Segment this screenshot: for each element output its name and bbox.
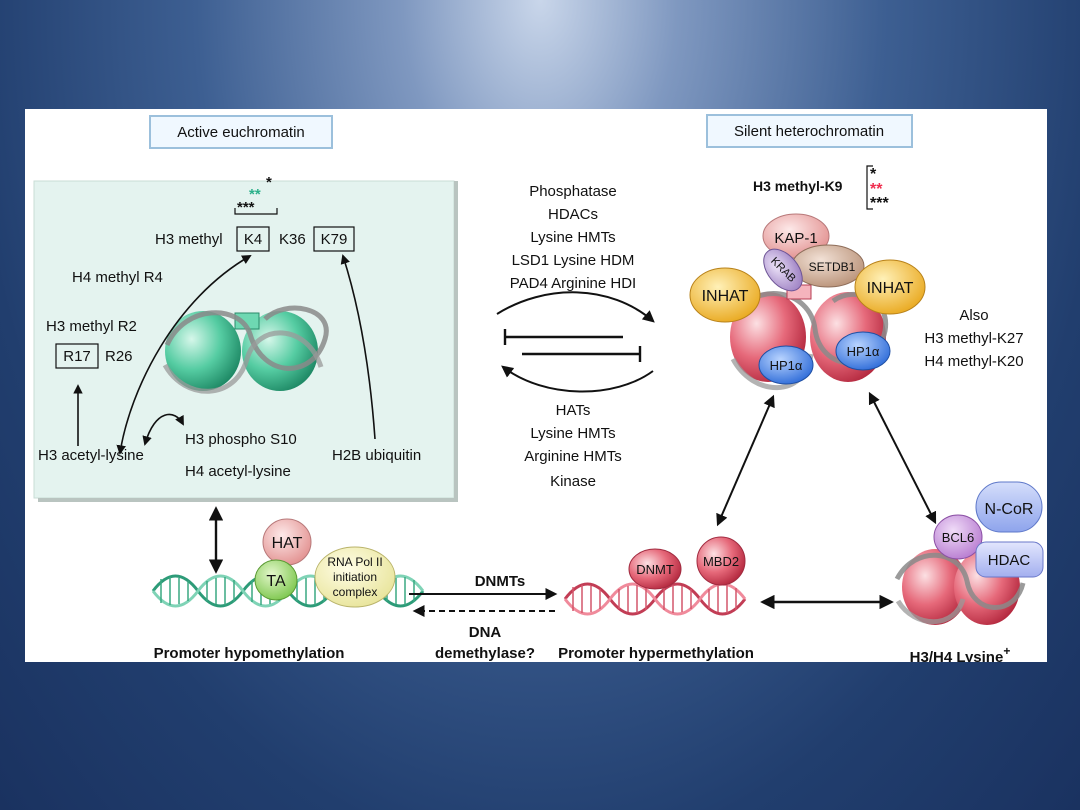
- dnmt-label: DNMT: [636, 562, 674, 577]
- enzyme-lysine-hmts: Lysine HMTs: [530, 229, 615, 246]
- silent-heterochromatin-header: Silent heterochromatin: [706, 114, 913, 148]
- enzyme-phosphatase: Phosphatase: [529, 183, 617, 200]
- k9-star-top: *: [870, 166, 877, 183]
- star-top: *: [266, 174, 272, 191]
- ncor-protein: [975, 481, 1043, 533]
- arrow-to-euchromatin: [501, 365, 654, 393]
- h4-acetyl-lysine-label: H4 acetyl-lysine: [185, 463, 291, 480]
- dnmts-label: DNMTs: [475, 573, 526, 590]
- setdb1-label: SETDB1: [809, 260, 856, 274]
- hat-label: HAT: [272, 535, 303, 552]
- ta-protein: [254, 559, 298, 601]
- r17-label: R17: [63, 348, 91, 365]
- also-label: Also: [959, 307, 988, 324]
- silent-nucleosome-complex: KAP-1 SETDB1 KRAB INHAT INHAT HP1α HP1α: [689, 213, 926, 391]
- diagram-slide: Active euchromatin Silent heterochromati…: [25, 109, 1047, 662]
- epigenetics-diagram: Active euchromatin Silent heterochromati…: [33, 114, 1044, 662]
- h4-k20-label: H4 methyl-K20: [924, 353, 1023, 370]
- enzyme-pad4: PAD4 Arginine HDI: [510, 275, 636, 292]
- ta-label: TA: [266, 573, 286, 590]
- demethylase-label: demethylase?: [435, 645, 535, 662]
- inhibit-line-top: [503, 329, 623, 345]
- promoter-hypermethylation-label: Promoter hypermethylation: [558, 645, 754, 662]
- ncor-label: N-CoR: [985, 501, 1034, 518]
- arrow-lysine-to-silent: [868, 391, 937, 525]
- hp1-right-label: HP1α: [847, 344, 880, 359]
- h4-methyl-r4-label: H4 methyl R4: [72, 269, 163, 286]
- enzyme-kinase: Kinase: [550, 473, 596, 490]
- arrow-ubiquitin-to-k79: [340, 254, 376, 440]
- h3-methyl-k9-label: H3 methyl-K9: [753, 178, 843, 194]
- hdac-label: HDAC: [988, 552, 1031, 569]
- arrow-acetyl-phospho: [142, 413, 184, 446]
- h3-methyl-label: H3 methyl: [155, 231, 223, 248]
- kap1-label: KAP-1: [774, 230, 817, 247]
- mbd2-label: MBD2: [703, 554, 739, 569]
- enzyme-lysine-hmts-2: Lysine HMTs: [530, 425, 615, 442]
- k9-star-bot: ***: [870, 195, 889, 212]
- r26-label: R26: [105, 348, 133, 365]
- inhat-left-label: INHAT: [702, 288, 749, 305]
- promoter-hypomethylation-label: Promoter hypomethylation: [154, 645, 345, 662]
- star-bot: ***: [237, 199, 255, 216]
- k9-star-mid: **: [870, 181, 883, 198]
- hdac-protein: [975, 541, 1044, 578]
- active-euchromatin-label: Active euchromatin: [177, 124, 305, 141]
- rna-pol-line3: complex: [333, 585, 378, 599]
- active-euchromatin-header: Active euchromatin: [149, 115, 333, 149]
- h3-h4-lysine-label: H3/H4 Lysine+: [910, 644, 1011, 662]
- dna-label: DNA: [469, 624, 502, 641]
- k4-label: K4: [244, 231, 262, 248]
- star-mid: **: [249, 186, 261, 203]
- k4-star-bracket: * ** ***: [234, 174, 278, 216]
- rna-pol-complex: RNA Pol II initiation complex: [314, 546, 396, 608]
- mbd2-protein: [696, 536, 746, 586]
- hypermethylated-dna: [563, 582, 747, 616]
- silent-heterochromatin-label: Silent heterochromatin: [734, 123, 884, 140]
- h2b-ubiquitin-label: H2B ubiquitin: [332, 447, 421, 464]
- k79-label: K79: [321, 231, 348, 248]
- lower-enzyme-list: HATs Lysine HMTs Arginine HMTs Kinase: [524, 402, 622, 490]
- dnmt-protein: [628, 548, 682, 590]
- enzyme-arginine-hmts: Arginine HMTs: [524, 448, 622, 465]
- inhat-right-label: INHAT: [867, 280, 914, 297]
- enzyme-hdacs: HDACs: [548, 206, 598, 223]
- enzyme-lsd1: LSD1 Lysine HDM: [512, 252, 635, 269]
- h3-methyl-r2-label: H3 methyl R2: [46, 318, 137, 335]
- arrow-acetyl-to-k4: [116, 255, 252, 455]
- h3-k27-label: H3 methyl-K27: [924, 330, 1023, 347]
- bcl6-label: BCL6: [942, 530, 975, 545]
- inhibit-line-bottom: [522, 346, 642, 362]
- rna-pol-line2: initiation: [333, 570, 377, 584]
- bcl6-protein: [933, 514, 983, 560]
- k36-label: K36: [279, 231, 306, 248]
- hp1-left-label: HP1α: [770, 358, 803, 373]
- h3-phospho-s10-label: H3 phospho S10: [185, 431, 297, 448]
- upper-enzyme-list: Phosphatase HDACs Lysine HMTs LSD1 Lysin…: [510, 183, 636, 292]
- enzyme-hats: HATs: [556, 402, 591, 419]
- arrow-hyper-to-silent: [716, 394, 775, 527]
- rna-pol-line1: RNA Pol II: [327, 555, 382, 569]
- h3-acetyl-lysine-label: H3 acetyl-lysine: [38, 447, 144, 464]
- arrow-to-heterochromatin: [496, 291, 655, 323]
